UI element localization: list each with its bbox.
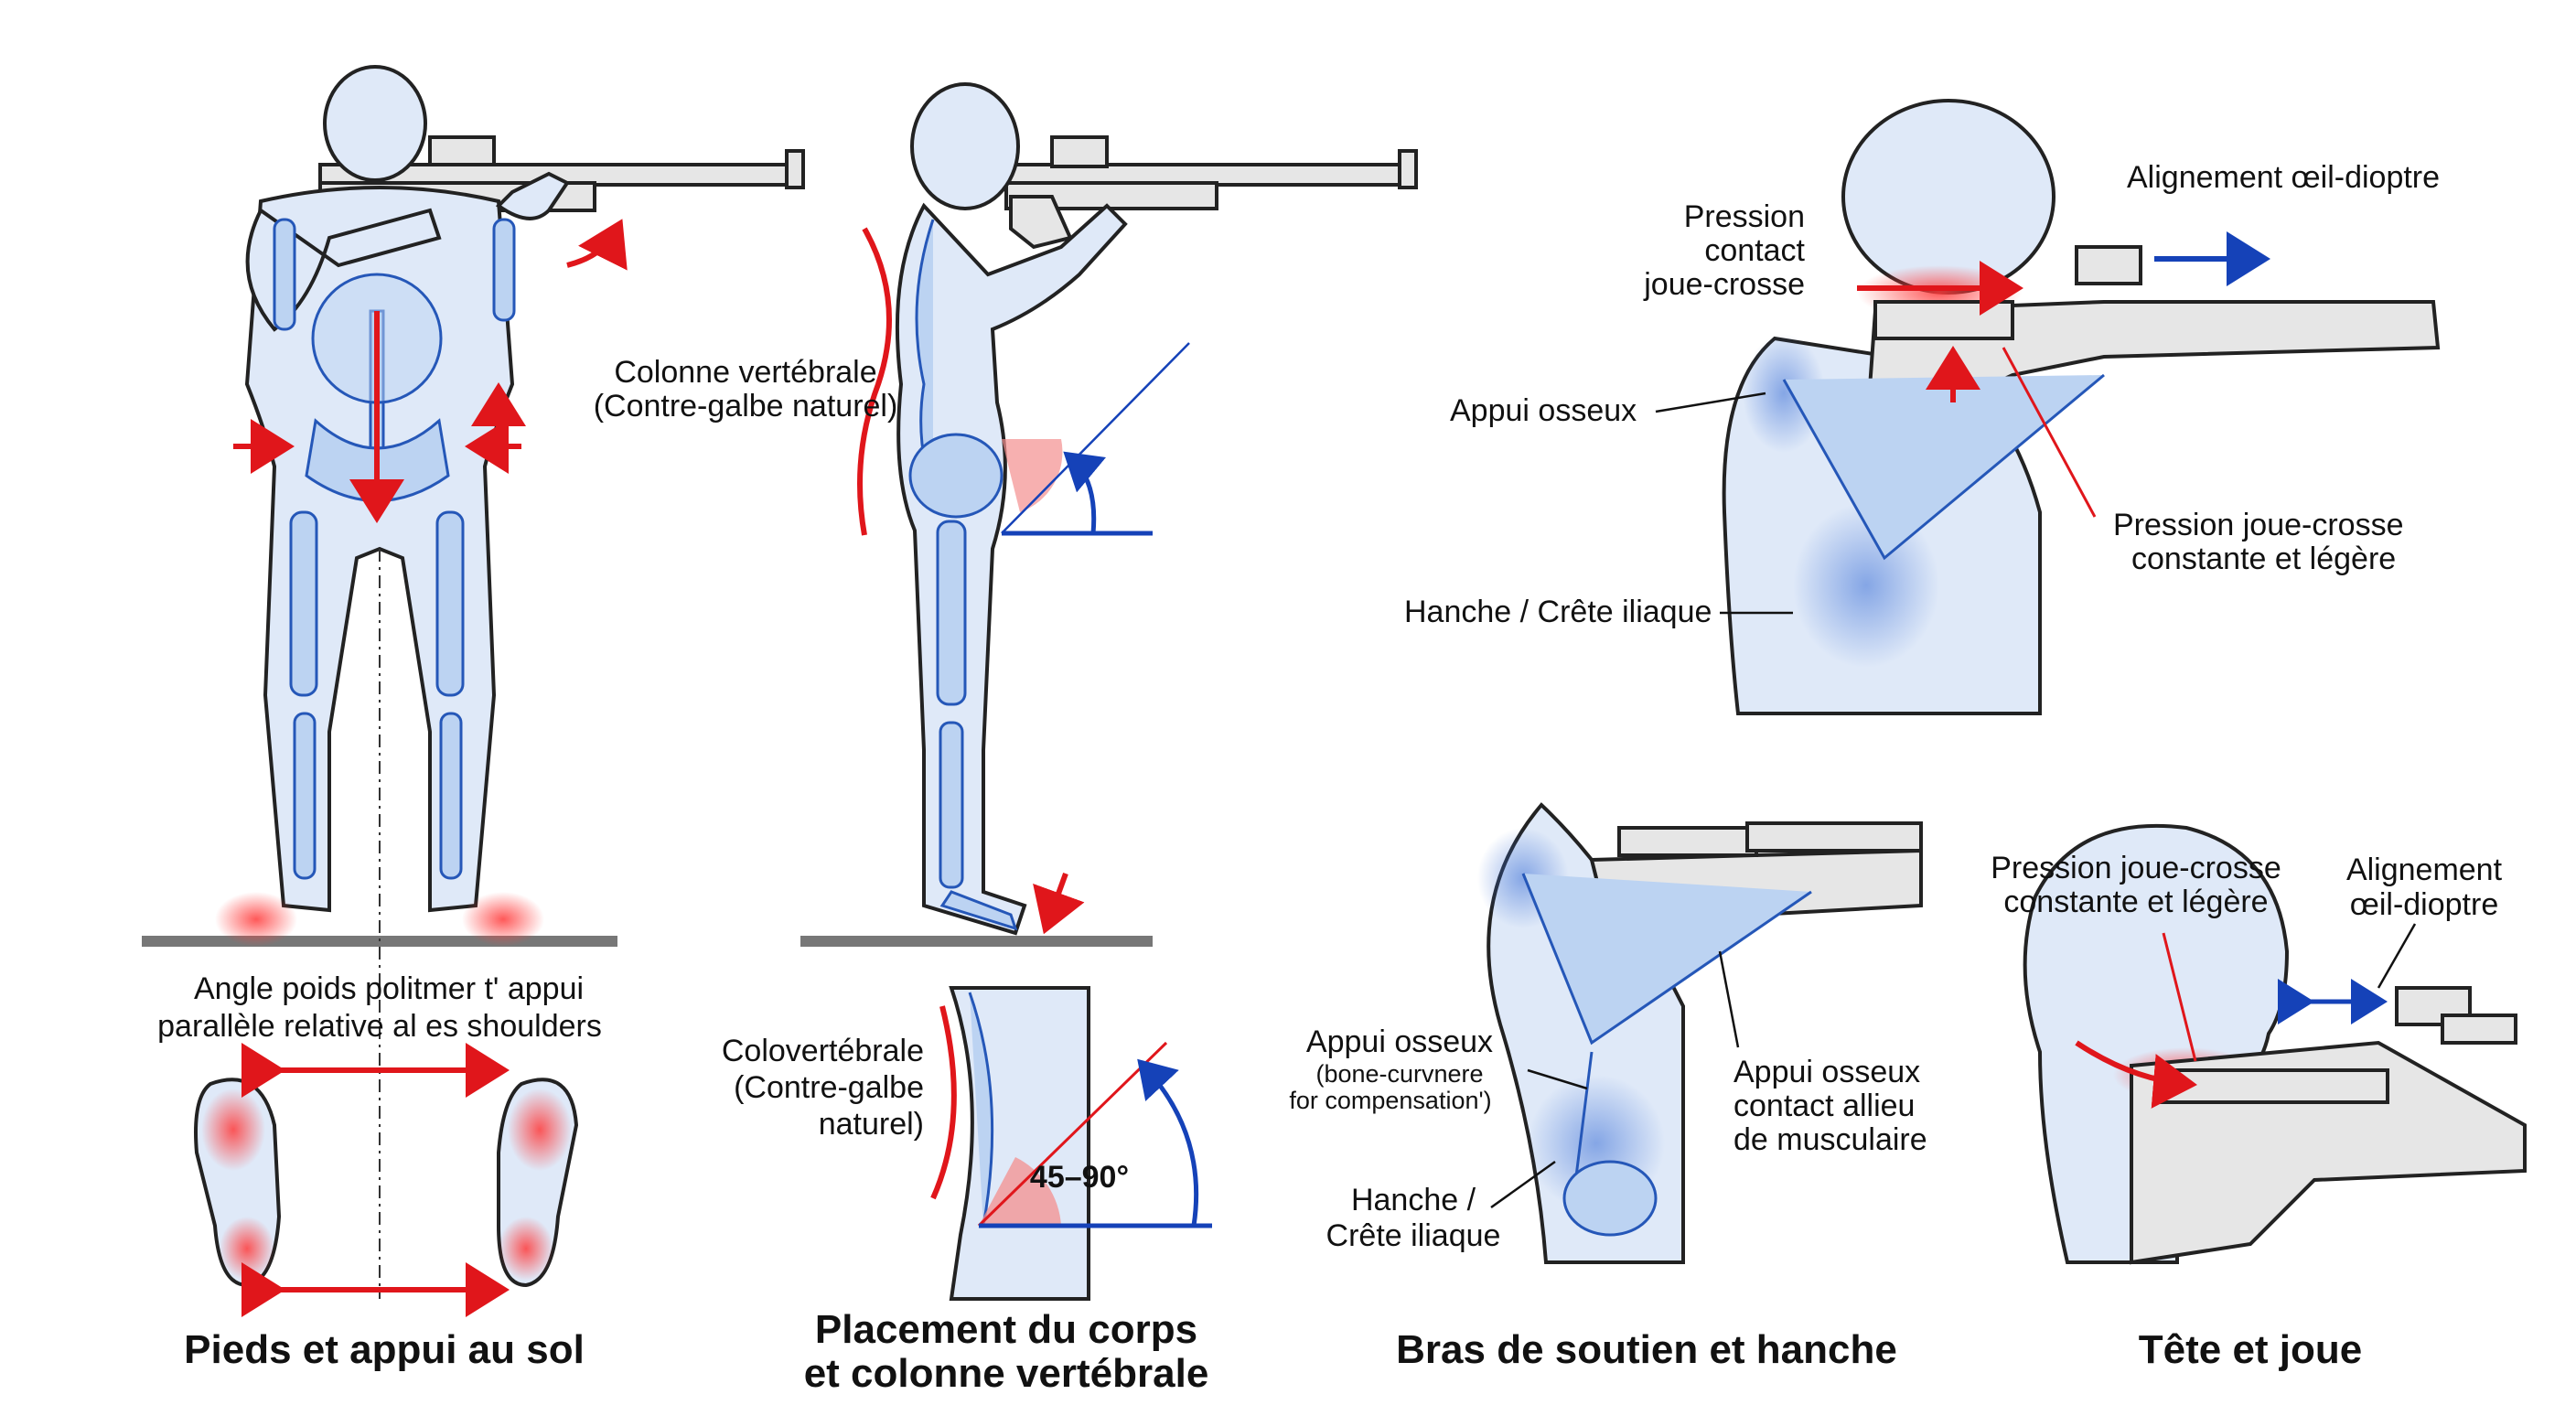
side-figure (895, 82, 1128, 936)
front-figure (244, 65, 570, 913)
spine-detail-label-1: Colovertébrale (722, 1034, 924, 1068)
upper-pressure-2: contact (1704, 233, 1805, 268)
arm-caption: Bras de soutien et hanche (1396, 1327, 1897, 1372)
rifle-head-icon (2130, 986, 2527, 1265)
spine-label-1: Colonne vertébrale (614, 355, 876, 390)
spine-curve-red (857, 227, 892, 536)
upper-bone-support: Appui osseux (1450, 393, 1637, 428)
feet-footprints (194, 1078, 579, 1288)
head-align-2: œil-dioptre (2350, 887, 2498, 922)
incline-ref (1001, 342, 1190, 534)
upper-alignment: Alignement œil-dioptre (2127, 160, 2440, 195)
spine-detail-label-3: naturel) (819, 1107, 924, 1142)
spine-detail (930, 986, 1212, 1301)
feet-weight-label: Angle poids politmer t' appui (194, 971, 584, 1006)
arm-bone-1: Appui osseux (1306, 1024, 1493, 1059)
head-caption: Tête et joue (2139, 1327, 2363, 1372)
arm-hip-1: Hanche / (1351, 1183, 1476, 1217)
arm-hip-2: Crête iliaque (1326, 1218, 1501, 1253)
feet-parallel-label: parallèle relative al es shoulders (157, 1009, 602, 1044)
angle-label: 45–90° (1030, 1160, 1129, 1195)
upper-pressure-3: joue-crosse (1643, 267, 1805, 302)
upper-constant-1: Pression joue-crosse (2113, 508, 2403, 542)
arm-muscle-2: contact allieu (1733, 1089, 1915, 1123)
arm-bone-3: for compensation') (1289, 1087, 1491, 1114)
head-pressure-1: Pression joue-crosse (1991, 851, 2281, 885)
arm-bone-2: (bone-curvnere (1315, 1060, 1483, 1088)
head-pressure-2: constante et légère (2003, 885, 2268, 919)
ground-line-side (800, 936, 1153, 947)
arm-muscle-1: Appui osseux (1733, 1055, 1920, 1089)
panel-head: Pression joue-crosse constante et légère… (1991, 823, 2527, 1372)
head-align-1: Alignement (2346, 853, 2503, 887)
rotation-arrow (566, 219, 628, 271)
heel-arrow (1033, 872, 1085, 935)
upper-pressure-1: Pression (1684, 199, 1805, 234)
spine-caption-2: et colonne vertébrale (804, 1351, 1209, 1396)
panel-feet: Angle poids politmer t' appui parallèle … (142, 65, 805, 1372)
spine-label-2: (Contre-galbe naturel) (594, 389, 898, 424)
upper-hip: Hanche / Crête iliaque (1404, 595, 1712, 629)
upper-constant-2: constante et légère (2131, 542, 2396, 576)
panel-spine: Colonne vertébrale (Contre-galbe naturel… (594, 82, 1418, 1396)
panel-arm: Appui osseux (bone-curvnere for compensa… (1289, 802, 1927, 1372)
spine-detail-label-2: (Contre-galbe (734, 1070, 924, 1105)
rifle-side-icon (1004, 135, 1418, 250)
spine-caption-1: Placement du corps (815, 1307, 1197, 1352)
arm-muscle-3: de musculaire (1733, 1122, 1927, 1157)
feet-caption: Pieds et appui au sol (184, 1327, 585, 1372)
panel-upper-detail: Pression contact joue-crosse Alignement … (1404, 99, 2441, 715)
